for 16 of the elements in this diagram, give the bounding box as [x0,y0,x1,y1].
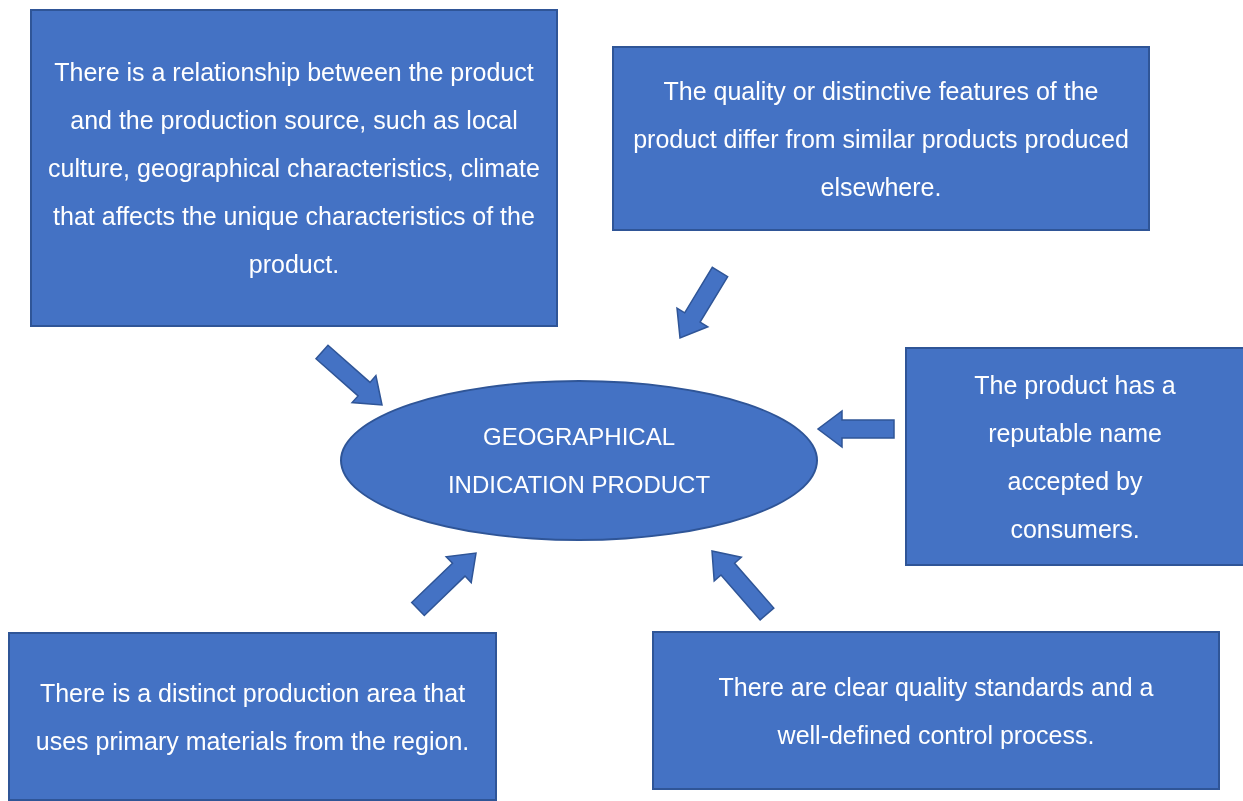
criterion-box [652,631,1220,790]
block-arrow [676,266,729,340]
criterion-box [8,632,497,801]
block-arrow [816,409,895,449]
box-text: The product has a reputable name accepted by consumers. [973,369,1177,545]
box-text: There is a distinct production area that uses primary materials from the region. [34,677,471,757]
box-text: GEOGRAPHICAL INDICATION PRODUCT [446,421,712,500]
box-text: There is a relationship between the product and the production source, such as local culture, geographical characteristics, climate that affects the unique characteristics of the product. [47,57,541,280]
block-arrow [314,344,383,406]
criterion-box [905,347,1243,566]
block-arrow [711,550,775,621]
criterion-box [30,9,558,327]
block-arrow [410,552,477,617]
box-text: The quality or distinctive features of the product differ from similar products produced elsewhere. [632,75,1130,203]
box-text: There are clear quality standards and a well-defined control process. [717,671,1155,751]
criterion-box [612,46,1150,231]
